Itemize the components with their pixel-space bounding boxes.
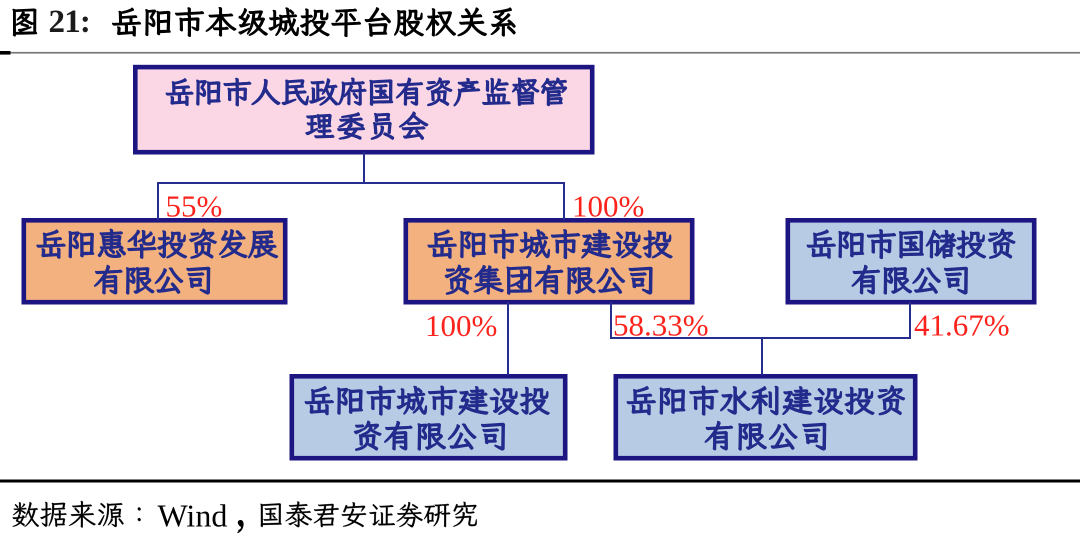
svg-text:,: ,: [237, 498, 245, 534]
svg-text:100%: 100%: [572, 189, 644, 224]
svg-text:Wind: Wind: [158, 498, 228, 534]
svg-text:41.67%: 41.67%: [914, 308, 1010, 343]
svg-text:21:: 21:: [49, 4, 91, 40]
svg-text:55%: 55%: [166, 189, 223, 224]
svg-text:58.33%: 58.33%: [613, 308, 709, 343]
svg-text:100%: 100%: [425, 308, 497, 343]
